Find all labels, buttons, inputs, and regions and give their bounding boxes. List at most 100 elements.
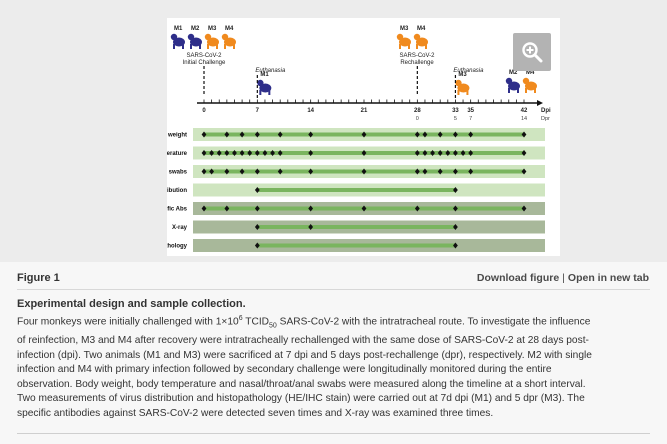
row-marker [201, 205, 207, 212]
initial-challenge-label: Initial Challenge [183, 60, 226, 66]
row-span-bar [257, 225, 456, 229]
caption-line: Two measurements of virus distribution a… [17, 393, 585, 405]
download-figure-link[interactable]: Download figure [476, 272, 560, 284]
dpi-tick-label: 21 [361, 108, 368, 114]
monkey-icon [221, 33, 229, 41]
row-marker [422, 150, 428, 156]
euthanasia-label: Euthanasia [255, 68, 286, 74]
dpi-tick-label: 7 [256, 108, 260, 114]
row-marker [468, 131, 474, 138]
row-marker [453, 131, 458, 138]
monkey-icon [517, 88, 519, 93]
monkey-icon [170, 33, 178, 41]
monkey-icon [207, 44, 209, 49]
zoom-in-icon [522, 42, 543, 63]
row-marker [308, 131, 314, 138]
bottom-rule [17, 433, 650, 434]
row-marker [430, 150, 435, 156]
row-marker [453, 168, 458, 175]
axis-arrow [537, 100, 543, 106]
caption-line: specific antibodies against SARS-CoV-2 w… [17, 407, 494, 419]
dpi-tick-label: 0 [202, 108, 206, 114]
row-marker [468, 168, 474, 175]
row-marker [521, 131, 527, 138]
initial-challenge-label: SARS-CoV-2 [186, 53, 222, 59]
monkey-icon [199, 44, 201, 49]
rechallenge-label: SARS-CoV-2 [399, 53, 435, 59]
monkey-icon [182, 44, 184, 49]
row-marker [453, 224, 458, 230]
monkey-icon [505, 77, 513, 85]
monkey-icon [224, 44, 226, 49]
row-marker [254, 168, 260, 175]
row-marker [209, 168, 215, 175]
row-marker [453, 205, 458, 212]
monkey-icon [173, 44, 175, 49]
row-marker [277, 168, 283, 175]
monkey-label: M3 [458, 72, 467, 78]
row-marker [254, 150, 260, 156]
monkey-icon [268, 90, 271, 95]
monkey-icon [396, 33, 404, 41]
monkey-icon [413, 33, 421, 41]
monkey-icon [416, 44, 418, 49]
row-marker [308, 150, 314, 156]
monkey-icon [233, 44, 235, 49]
row-marker [209, 150, 215, 156]
row-span-bar [257, 188, 456, 192]
caption-text: Four monkeys were initially challenged w… [17, 316, 239, 328]
monkey-icon [190, 44, 192, 49]
monkey-icon [457, 90, 460, 95]
monkey-icon [259, 90, 262, 95]
zoom-button[interactable] [513, 33, 551, 71]
row-marker [521, 150, 527, 156]
monkey-icon [455, 79, 462, 87]
monkey-label: M1 [174, 26, 183, 32]
row-marker [453, 242, 458, 249]
monkey-icon [466, 90, 469, 95]
row-label: Body temperature [167, 151, 188, 157]
monkey-icon [216, 44, 218, 49]
monkey-icon [187, 33, 195, 41]
euthanasia-label: Euthanasia [453, 68, 484, 74]
monkey-label: M4 [225, 26, 234, 32]
row-marker [460, 150, 466, 156]
row-marker [254, 224, 260, 230]
row-marker [239, 131, 245, 138]
row-marker [414, 205, 420, 212]
monkey-icon [425, 44, 427, 49]
row-marker [422, 168, 428, 175]
row-marker [216, 150, 222, 156]
divider [17, 289, 650, 290]
dpi-tick-label: 42 [521, 108, 528, 114]
monkey-icon [522, 77, 530, 85]
row-marker [453, 187, 458, 193]
figure-label: Figure 1 [17, 272, 60, 284]
rechallenge-label: Rechallenge [400, 60, 434, 66]
row-marker [437, 168, 443, 175]
row-marker [239, 168, 245, 175]
dpr-tick-label: 14 [521, 116, 527, 122]
row-marker [247, 150, 253, 156]
row-label: Nasal/Throat/Anal swabs [167, 170, 188, 176]
dpr-tick-label: 7 [469, 116, 472, 122]
monkey-label: M1 [260, 72, 269, 78]
row-marker [308, 168, 314, 175]
row-marker [201, 131, 207, 138]
row-marker [201, 168, 207, 175]
monkey-label: M2 [509, 70, 518, 76]
row-marker [308, 205, 314, 212]
monkey-icon [534, 88, 536, 93]
row-marker [254, 242, 260, 249]
row-label: Virus distribution [167, 188, 187, 194]
monkey-label: M4 [417, 26, 426, 32]
caption-line: Four monkeys were initially challenged w… [17, 312, 652, 334]
row-marker [201, 150, 207, 156]
row-marker [422, 131, 428, 138]
row-marker [414, 131, 420, 138]
open-in-new-tab-link[interactable]: Open in new tab [567, 272, 649, 284]
monkey-label: M2 [191, 26, 200, 32]
